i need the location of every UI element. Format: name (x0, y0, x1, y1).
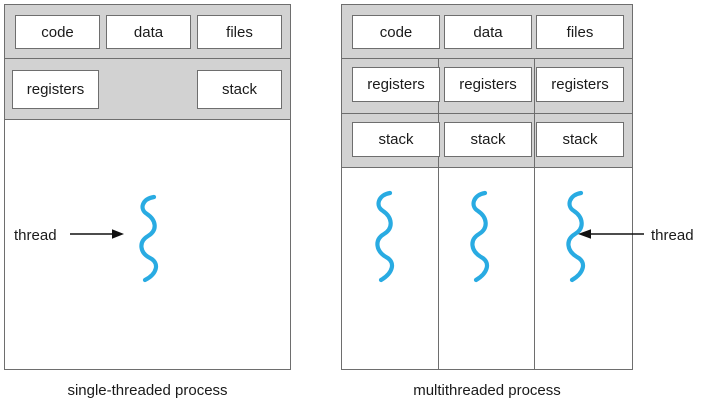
multi-stack-box: stack (536, 122, 624, 157)
thread-annotation-label-right: thread (651, 227, 694, 244)
single-data-box: data (106, 15, 191, 49)
multithreaded-process-panel: code data files registers registers regi… (341, 4, 633, 370)
single-files-box: files (197, 15, 282, 49)
thread-squiggle-icon (139, 194, 159, 283)
multi-stack-box: stack (352, 122, 440, 157)
thread-column-divider (438, 59, 439, 369)
thread-annotation-label-left: thread (14, 227, 57, 244)
single-stack-box: stack (197, 70, 282, 109)
multi-files-box: files (536, 15, 624, 49)
arrow-right-icon (70, 229, 124, 239)
thread-squiggle-icon (470, 190, 490, 283)
multi-registers-box: registers (536, 67, 624, 102)
arrow-left-icon (578, 229, 644, 239)
thread-squiggle-icon (375, 190, 395, 283)
single-registers-box: registers (12, 70, 99, 109)
thread-column-divider (534, 59, 535, 369)
single-threaded-process-caption: single-threaded process (67, 382, 228, 399)
multi-code-box: code (352, 15, 440, 49)
single-threaded-process-panel: code data files registers stack (4, 4, 291, 370)
multi-registers-box: registers (444, 67, 532, 102)
multi-data-box: data (444, 15, 532, 49)
multithreaded-process-caption: multithreaded process (413, 382, 561, 399)
multi-stack-box: stack (444, 122, 532, 157)
multi-registers-box: registers (352, 67, 440, 102)
single-code-box: code (15, 15, 100, 49)
